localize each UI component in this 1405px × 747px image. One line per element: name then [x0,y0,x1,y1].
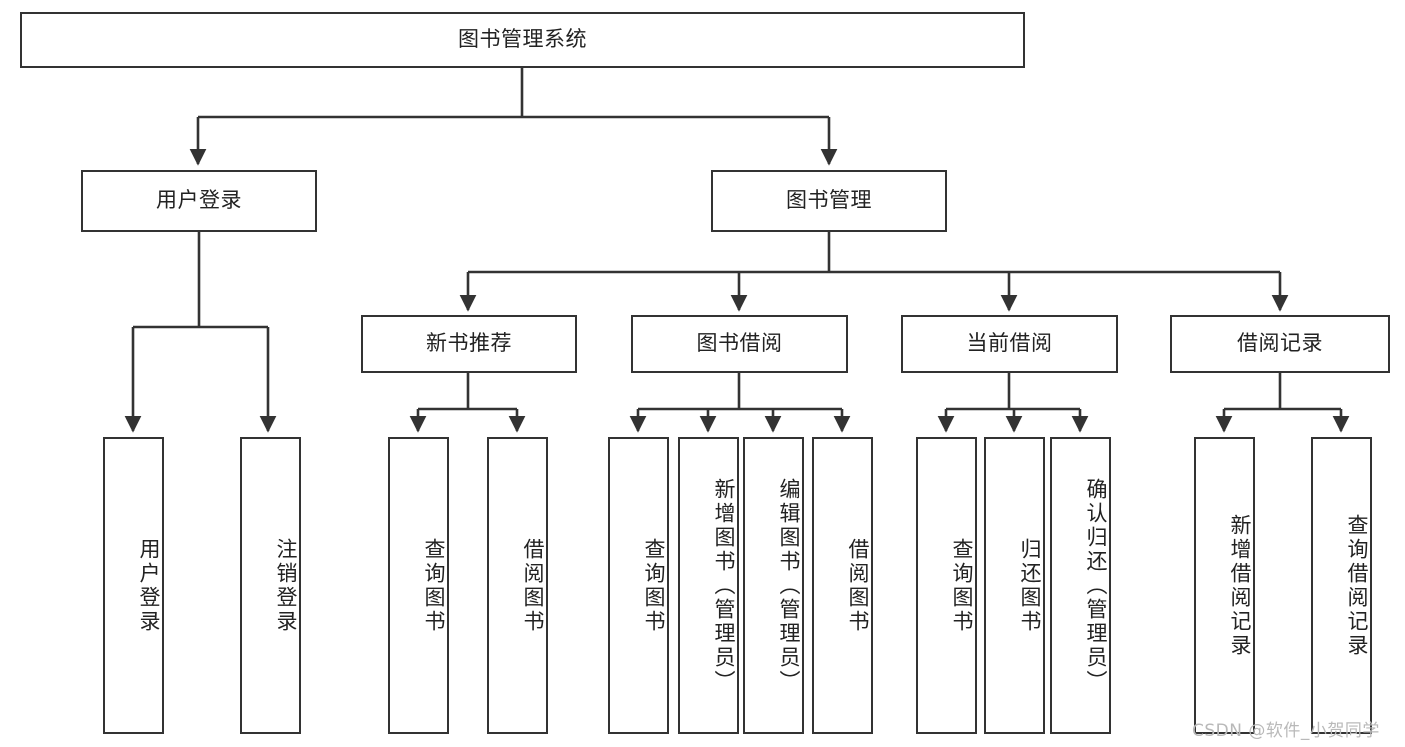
leaf-current-borrow-confirm-return-label: 确认归还（管理员） [1084,477,1108,694]
leaf-book-borrow-add-book-label: 新增图书（管理员） [712,477,736,694]
leaf-current-borrow-return-book[interactable]: 归还图书 [984,437,1045,734]
node-borrow-records[interactable]: 借阅记录 [1170,315,1390,373]
node-current-borrow[interactable]: 当前借阅 [901,315,1118,373]
leaf-borrow-records-query-record[interactable]: 查询借阅记录 [1311,437,1372,734]
leaf-book-borrow-borrow-book[interactable]: 借阅图书 [812,437,873,734]
leaf-new-book-borrow-book[interactable]: 借阅图书 [487,437,548,734]
leaf-borrow-records-add-record[interactable]: 新增借阅记录 [1194,437,1255,734]
leaf-book-borrow-borrow-book-label: 借阅图书 [846,537,870,634]
node-new-book-recommend[interactable]: 新书推荐 [361,315,577,373]
leaf-current-borrow-query-book[interactable]: 查询图书 [916,437,977,734]
leaf-borrow-records-add-record-label: 新增借阅记录 [1228,513,1252,658]
csdn-watermark: CSDN @软件_小贺同学 [1192,721,1380,741]
leaf-current-borrow-query-book-label: 查询图书 [950,537,974,634]
node-borrow-records-label: 借阅记录 [1237,331,1323,356]
leaf-current-borrow-return-book-label: 归还图书 [1018,537,1042,634]
leaf-book-borrow-query-book[interactable]: 查询图书 [608,437,669,734]
leaf-new-book-query-book[interactable]: 查询图书 [388,437,449,734]
node-book-borrow[interactable]: 图书借阅 [631,315,848,373]
node-root-system[interactable]: 图书管理系统 [20,12,1025,68]
leaf-book-borrow-edit-book[interactable]: 编辑图书（管理员） [743,437,804,734]
node-book-management[interactable]: 图书管理 [711,170,947,232]
leaf-user-login-login[interactable]: 用户登录 [103,437,164,734]
node-current-borrow-label: 当前借阅 [966,331,1053,356]
node-user-login-label: 用户登录 [156,188,242,213]
leaf-user-login-logout[interactable]: 注销登录 [240,437,301,734]
node-book-borrow-label: 图书借阅 [696,331,783,356]
leaf-book-borrow-query-book-label: 查询图书 [642,537,666,634]
leaf-current-borrow-confirm-return[interactable]: 确认归还（管理员） [1050,437,1111,734]
leaf-user-login-login-label: 用户登录 [137,537,161,634]
node-new-book-recommend-label: 新书推荐 [426,331,512,356]
leaf-user-login-logout-label: 注销登录 [274,537,298,634]
node-book-management-label: 图书管理 [786,188,872,213]
leaf-new-book-query-book-label: 查询图书 [422,537,446,634]
node-user-login[interactable]: 用户登录 [81,170,317,232]
leaf-book-borrow-add-book[interactable]: 新增图书（管理员） [678,437,739,734]
leaf-new-book-borrow-book-label: 借阅图书 [521,537,545,634]
leaf-borrow-records-query-record-label: 查询借阅记录 [1345,513,1369,658]
leaf-book-borrow-edit-book-label: 编辑图书（管理员） [777,477,801,694]
node-root-system-label: 图书管理系统 [458,27,587,52]
